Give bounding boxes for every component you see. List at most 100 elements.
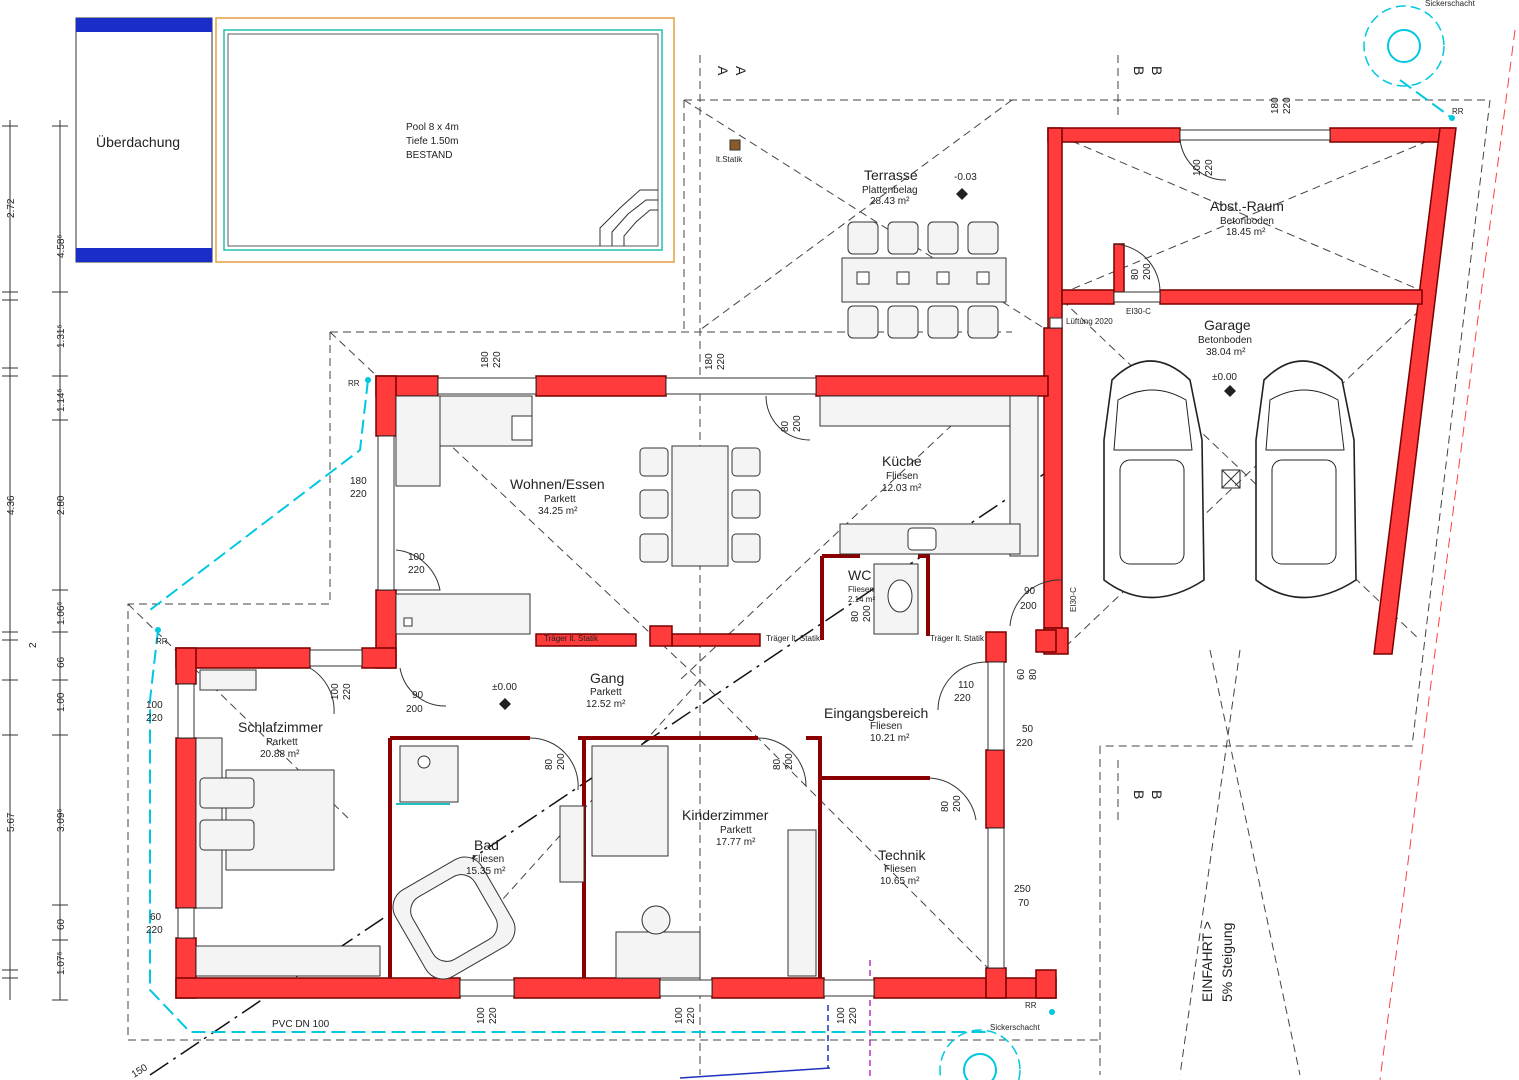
opening-dimensions: 180 220 180 220 180 220 100 220 80 200 1… — [146, 97, 1293, 1024]
abst-area: 18.45 m² — [1226, 227, 1266, 238]
kueche-floor: Fliesen — [886, 471, 918, 482]
op-23b: 220 — [686, 1007, 697, 1024]
dim-inner-8: 3.09⁵ — [56, 808, 67, 832]
dim-num-2: 2 — [28, 642, 39, 648]
section-b-bottom-2: B — [1149, 790, 1165, 799]
section-a-top-2: A — [733, 66, 749, 76]
pool-area: Überdachung Pool 8 x 4m Tiefe 1.50m BEST… — [75, 17, 675, 263]
op-24a: 100 — [836, 1007, 847, 1024]
section-a-top-1: A — [715, 66, 731, 76]
garage-area: 38.04 m² — [1206, 347, 1246, 358]
dim-outer-2: 4.36 — [6, 495, 17, 515]
dim-inner-6: 66 — [56, 656, 67, 668]
op-8b: 220 — [146, 713, 163, 724]
op-12b: 200 — [952, 795, 963, 812]
garage-level: ±0.00 — [1212, 372, 1237, 383]
op-4a: 100 — [408, 552, 425, 563]
op-1a: 180 — [480, 351, 491, 368]
door-swings — [309, 139, 1227, 821]
op-17a: 80 — [850, 610, 861, 622]
abst-floor: Betonboden — [1220, 216, 1274, 227]
op-13a: 110 — [958, 680, 974, 691]
op-20a: 180 — [1270, 97, 1281, 114]
dim-outer-3: 5.67 — [6, 812, 17, 832]
property-line — [1379, 29, 1516, 1080]
cut-label-150: 150 — [130, 1062, 150, 1080]
terrace-furniture — [729, 139, 1007, 339]
pvc-label: PVC DN 100 — [272, 1019, 330, 1030]
op-20b: 220 — [1282, 97, 1293, 114]
op-1b: 220 — [492, 351, 503, 368]
op-14b: 220 — [1016, 738, 1033, 749]
op-15b: 70 — [1018, 898, 1030, 909]
section-b-top-1: B — [1131, 66, 1147, 75]
dim-inner-2: 1.31⁵ — [56, 324, 67, 348]
kinder-floor: Parkett — [720, 825, 752, 836]
op-5b: 200 — [792, 415, 803, 432]
terrasse-area: 28.43 m² — [870, 196, 910, 207]
op-19a: 100 — [1192, 159, 1203, 176]
technik-name: Technik — [878, 847, 926, 863]
dim-inner-7: 1.00 — [56, 692, 67, 712]
room-labels: Terrasse Plattenbelag 28.43 m² -0.03 Abs… — [238, 167, 1284, 887]
rr-label-2: RR — [156, 637, 168, 646]
traeger-1: Träger lt. Statik — [544, 634, 599, 643]
op-2b: 220 — [716, 353, 727, 370]
schlaf-area: 20.88 m² — [260, 749, 300, 760]
bad-area: 15.35 m² — [466, 866, 506, 877]
bad-floor: Fliesen — [472, 854, 504, 865]
wohnen-area: 34.25 m² — [538, 506, 578, 517]
op-3b: 220 — [350, 489, 367, 500]
op-16b: 200 — [1020, 601, 1037, 612]
section-markers: A A B B B B — [699, 55, 1165, 1075]
technik-floor: Fliesen — [884, 864, 916, 875]
eingang-area: 10.21 m² — [870, 733, 910, 744]
op-7b: 200 — [406, 704, 423, 715]
rr-label-4: RR — [1025, 1001, 1037, 1010]
traeger-3: Träger lt. Statik — [930, 634, 985, 643]
drainage-lines — [149, 5, 1455, 1080]
interior-furniture — [195, 317, 1236, 980]
op-24b: 220 — [848, 1007, 859, 1024]
op-17b: 200 — [862, 605, 873, 622]
rr-label-3: RR — [1452, 107, 1464, 116]
op-11a: 80 — [772, 758, 783, 770]
garage-cars — [1103, 360, 1357, 599]
bad-name: Bad — [474, 837, 499, 853]
lueftung-label: Lüftung 2020 — [1066, 317, 1113, 326]
wohnen-floor: Parkett — [544, 494, 576, 505]
gang-floor: Parkett — [590, 687, 622, 698]
op-3a: 180 — [350, 476, 367, 487]
eingang-name: Eingangsbereich — [824, 705, 928, 721]
op-21b: 80 — [1028, 668, 1039, 680]
dim-inner-1: 4.58⁵ — [56, 234, 67, 258]
op-9b: 220 — [146, 925, 163, 936]
windows — [177, 129, 1331, 997]
dim-outer-1: 2.72 — [6, 198, 17, 218]
schlaf-floor: Parkett — [266, 737, 298, 748]
op-18a: 80 — [1130, 268, 1141, 280]
kueche-name: Küche — [882, 453, 922, 469]
rr-label-1: RR — [348, 379, 360, 388]
op-8a: 100 — [146, 700, 163, 711]
wc-floor: Fliesen — [848, 585, 874, 594]
op-15a: 250 — [1014, 884, 1031, 895]
op-13b: 220 — [954, 693, 971, 704]
op-9a: 60 — [150, 912, 162, 923]
terrasse-level: -0.03 — [954, 172, 977, 183]
op-19b: 220 — [1204, 159, 1215, 176]
op-5a: 80 — [780, 420, 791, 432]
gang-level: ±0.00 — [492, 682, 517, 693]
op-21a: 60 — [1016, 668, 1027, 680]
gang-name: Gang — [590, 670, 624, 686]
dim-inner-10: 1.07⁵ — [56, 951, 67, 975]
sickerschacht-top: Sickerschacht — [1425, 0, 1476, 8]
op-7a: 90 — [412, 690, 424, 701]
op-12a: 80 — [940, 800, 951, 812]
einfahrt-line2: 5% Steigung — [1219, 923, 1235, 1002]
kueche-area: 12.03 m² — [882, 483, 922, 494]
op-11b: 200 — [784, 753, 795, 770]
dim-inner-5: 1.06⁵ — [56, 601, 67, 625]
sickerschacht-bottom: Sickerschacht — [990, 1023, 1041, 1032]
